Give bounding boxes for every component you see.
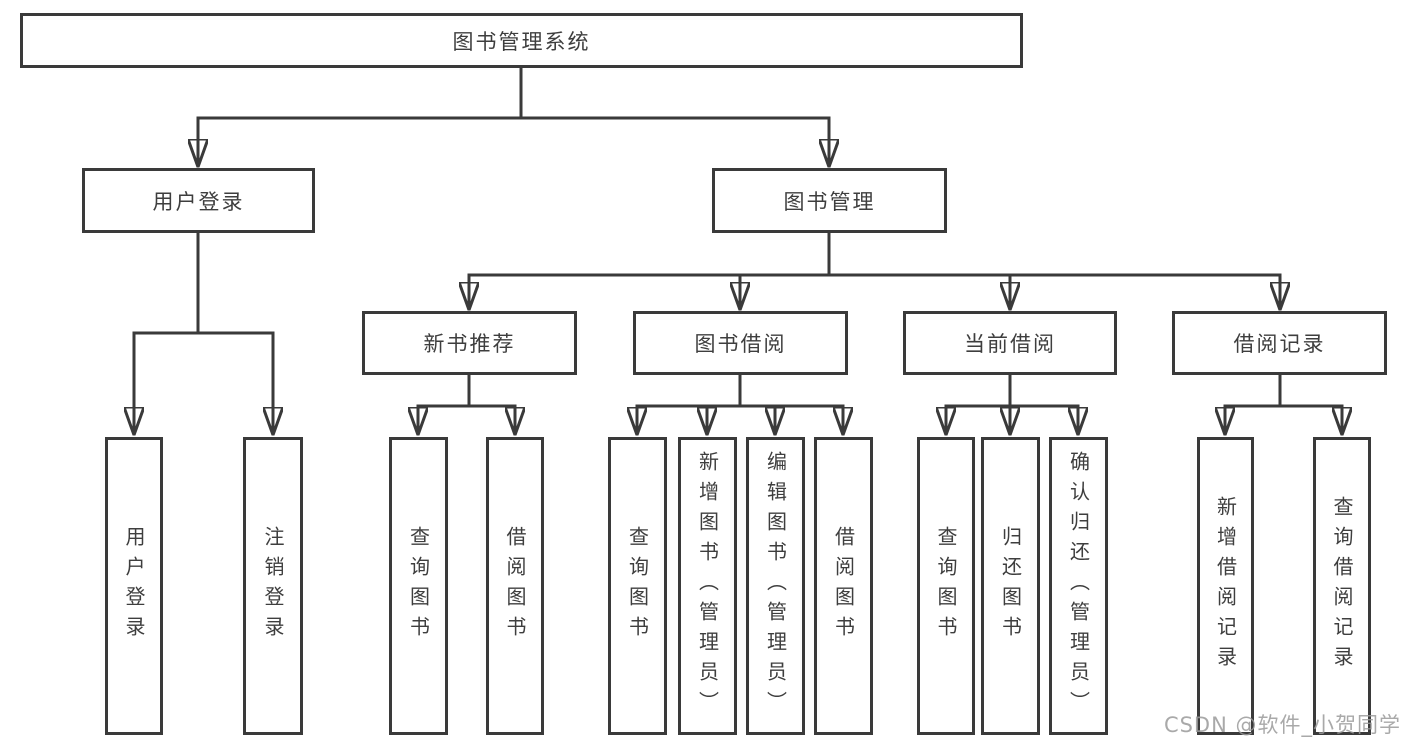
leaf-add-borrow-record: 新增借阅记录 <box>1197 437 1254 735</box>
connector-borrow-record-children <box>1225 373 1342 436</box>
leaf-borrow-book-borrow-label: 借阅图书 <box>831 526 856 646</box>
leaf-confirm-return-admin: 确认归还（管理员） <box>1049 437 1108 735</box>
leaf-edit-book-admin-label: 编辑图书（管理员） <box>763 451 788 721</box>
connector-current-borrow-children <box>946 373 1078 436</box>
connector-new-book-recommend-children <box>418 373 515 436</box>
leaf-user-login-label: 用户登录 <box>122 526 146 646</box>
connector-user-login-children <box>134 231 273 436</box>
leaf-user-login: 用户登录 <box>105 437 163 735</box>
leaf-borrow-book-borrow: 借阅图书 <box>814 437 873 735</box>
leaf-add-book-admin-label: 新增图书（管理员） <box>695 451 720 721</box>
node-book-borrow: 图书借阅 <box>633 311 848 375</box>
leaf-logout: 注销登录 <box>243 437 303 735</box>
leaf-query-book-current-label: 查询图书 <box>934 526 958 646</box>
connector-book-borrow-children <box>637 373 843 436</box>
leaf-borrow-book-recommend: 借阅图书 <box>486 437 544 735</box>
leaf-add-book-admin: 新增图书（管理员） <box>678 437 737 735</box>
node-user-login: 用户登录 <box>82 168 315 233</box>
leaf-query-book-borrow-label: 查询图书 <box>625 526 650 646</box>
leaf-return-book-label: 归还图书 <box>998 526 1023 646</box>
connector-root-to-level2 <box>198 65 829 168</box>
connector-book-management-children <box>469 231 1280 311</box>
leaf-borrow-book-recommend-label: 借阅图书 <box>503 526 527 646</box>
leaf-query-book-recommend: 查询图书 <box>389 437 448 735</box>
leaf-return-book: 归还图书 <box>981 437 1040 735</box>
leaf-query-borrow-record: 查询借阅记录 <box>1313 437 1371 735</box>
node-root: 图书管理系统 <box>20 13 1023 68</box>
node-book-management: 图书管理 <box>712 168 947 233</box>
node-current-borrow: 当前借阅 <box>903 311 1117 375</box>
leaf-query-borrow-record-label: 查询借阅记录 <box>1330 496 1354 676</box>
node-new-book-recommend: 新书推荐 <box>362 311 577 375</box>
leaf-query-book-recommend-label: 查询图书 <box>406 526 431 646</box>
leaf-add-borrow-record-label: 新增借阅记录 <box>1213 496 1238 676</box>
csdn-watermark: CSDN @软件_小贺同学 <box>1163 713 1401 737</box>
leaf-query-book-current: 查询图书 <box>917 437 975 735</box>
leaf-confirm-return-admin-label: 确认归还（管理员） <box>1066 451 1091 721</box>
leaf-edit-book-admin: 编辑图书（管理员） <box>746 437 805 735</box>
node-borrow-record: 借阅记录 <box>1172 311 1387 375</box>
leaf-logout-label: 注销登录 <box>261 526 285 646</box>
leaf-query-book-borrow: 查询图书 <box>608 437 667 735</box>
